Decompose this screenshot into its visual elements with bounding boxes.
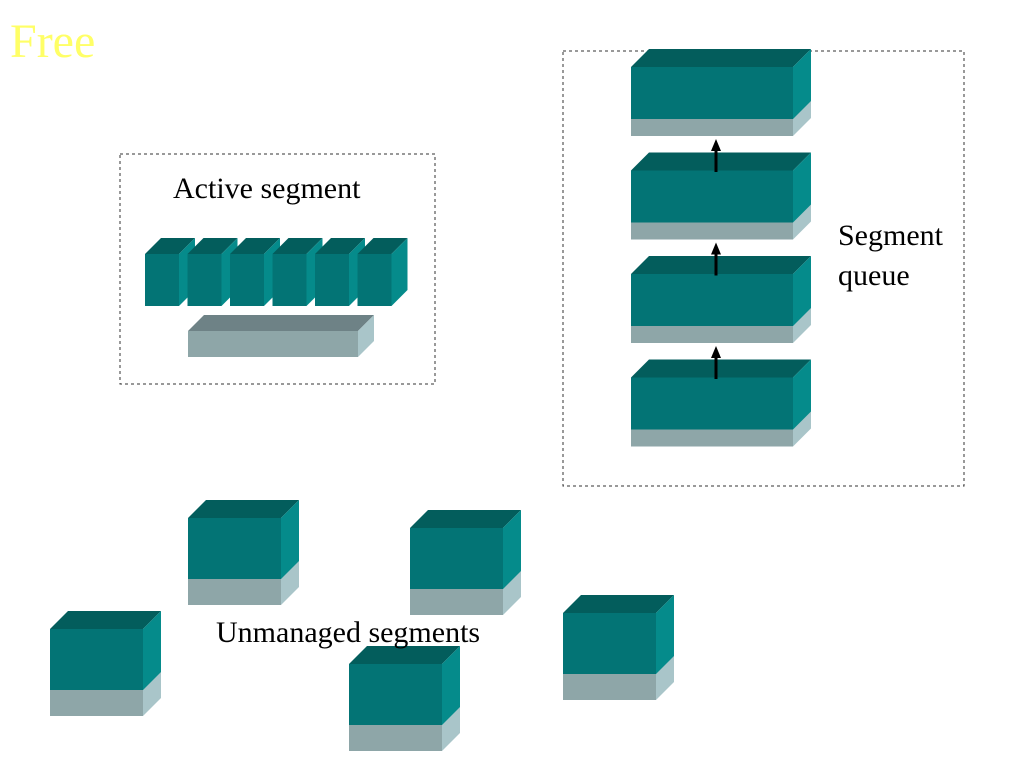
unmanaged-segment — [410, 510, 521, 615]
queue-arrow — [711, 242, 721, 276]
queue-segment — [631, 49, 811, 136]
queue-segment — [631, 256, 811, 343]
unmanaged-segment — [188, 500, 299, 605]
queue-arrow — [711, 139, 721, 172]
active-segment-block — [357, 238, 408, 306]
segment-block — [410, 510, 521, 589]
segment-block — [50, 611, 161, 690]
unmanaged-segments-label: Unmanaged segments — [216, 616, 481, 649]
unmanaged-segment — [563, 595, 674, 700]
segment-block — [631, 49, 811, 119]
active-segment-block — [230, 238, 280, 306]
segment-queue-label: Segment queue — [838, 219, 943, 292]
segment-block — [631, 256, 811, 326]
segment-queue — [631, 49, 811, 447]
active-segment-blocks — [145, 238, 408, 306]
active-segment-base — [188, 315, 374, 357]
active-segment-base-bar — [188, 315, 374, 357]
active-segment-label: Active segment — [173, 172, 361, 205]
segment-block — [188, 500, 299, 579]
unmanaged-segment — [50, 611, 161, 716]
active-segment-frame — [119, 153, 436, 385]
queue-segment — [631, 359, 811, 447]
queue-arrow — [711, 346, 721, 379]
segment-block — [563, 595, 674, 674]
slide-title: Free — [10, 15, 96, 68]
queue-segment — [631, 152, 811, 240]
active-segment-block — [187, 238, 238, 306]
unmanaged-segments — [50, 500, 674, 751]
segment-block — [631, 152, 811, 223]
unmanaged-segment — [349, 646, 460, 751]
segment-block — [349, 646, 460, 725]
segment-block — [631, 359, 811, 430]
